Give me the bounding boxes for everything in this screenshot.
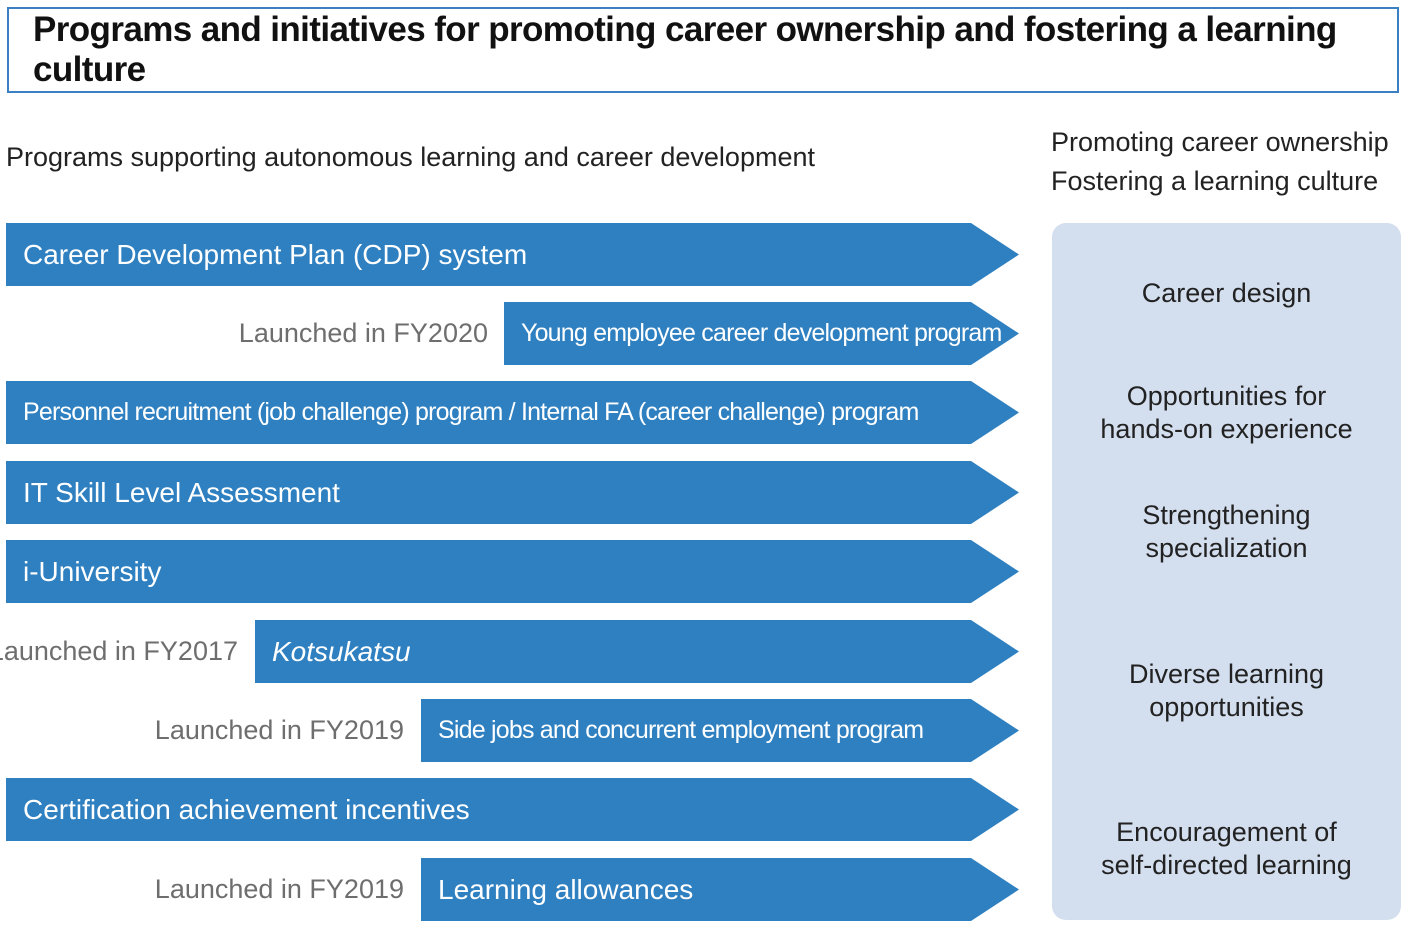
program-arrow-certification: Certification achievement incentives: [6, 778, 1019, 841]
outcomes-panel: [1052, 223, 1401, 920]
right-heading-line-1: Promoting career ownership: [1051, 127, 1389, 157]
program-label: Kotsukatsu: [272, 635, 411, 667]
launched-note: Launched in FY2019: [154, 715, 404, 745]
program-arrow-job-challenge: Personnel recruitment (job challenge) pr…: [6, 381, 1019, 444]
program-arrow-i-university: i-University: [6, 540, 1019, 603]
outcome-line: Strengthening: [1142, 500, 1311, 530]
program-label: Personnel recruitment (job challenge) pr…: [23, 398, 919, 426]
outcome-self-directed-learning: Encouragement of self-directed learning: [1052, 816, 1401, 882]
program-label: IT Skill Level Assessment: [23, 476, 340, 508]
program-arrow-learning-allowances: Learning allowances: [421, 858, 1019, 921]
program-label: Certification achievement incentives: [23, 793, 470, 825]
program-label: i-University: [23, 555, 162, 587]
program-label: Side jobs and concurrent employment prog…: [438, 716, 924, 744]
program-arrow-side-jobs: Side jobs and concurrent employment prog…: [421, 699, 1019, 762]
outcome-line: Career design: [1141, 278, 1312, 308]
outcome-line: Opportunities for: [1126, 381, 1327, 411]
outcome-line: Encouragement of: [1116, 817, 1337, 847]
program-arrow-cdp: Career Development Plan (CDP) system: [6, 223, 1019, 286]
right-heading-line-2: Fostering a learning culture: [1051, 166, 1379, 196]
program-arrow-it-skill: IT Skill Level Assessment: [6, 461, 1019, 524]
outcome-line: self-directed learning: [1101, 850, 1352, 880]
left-heading: Programs supporting autonomous learning …: [6, 142, 815, 172]
right-heading: Promoting career ownership Fostering a l…: [1051, 123, 1389, 201]
launched-note: Launched in FY2017: [0, 636, 238, 666]
outcome-line: opportunities: [1149, 692, 1304, 722]
page-title: Programs and initiatives for promoting c…: [33, 10, 1337, 89]
program-label: Young employee career development progra…: [521, 319, 1002, 347]
program-arrow-young-employee: Young employee career development progra…: [504, 302, 1019, 365]
program-label: Learning allowances: [438, 873, 694, 905]
outcome-specialization: Strengthening specialization: [1052, 499, 1401, 565]
program-label: Career Development Plan (CDP) system: [23, 238, 528, 270]
outcome-hands-on-experience: Opportunities for hands-on experience: [1052, 380, 1401, 446]
outcome-line: Diverse learning: [1128, 659, 1325, 689]
outcome-career-design: Career design: [1052, 277, 1401, 310]
outcome-line: hands-on experience: [1100, 414, 1353, 444]
outcome-diverse-learning: Diverse learning opportunities: [1052, 658, 1401, 724]
title-box: Programs and initiatives for promoting c…: [7, 7, 1399, 93]
launched-note: Launched in FY2019: [154, 874, 404, 904]
outcome-line: specialization: [1145, 533, 1308, 563]
launched-note: Launched in FY2020: [238, 318, 488, 348]
program-arrow-kotsukatsu: Kotsukatsu: [255, 620, 1019, 683]
